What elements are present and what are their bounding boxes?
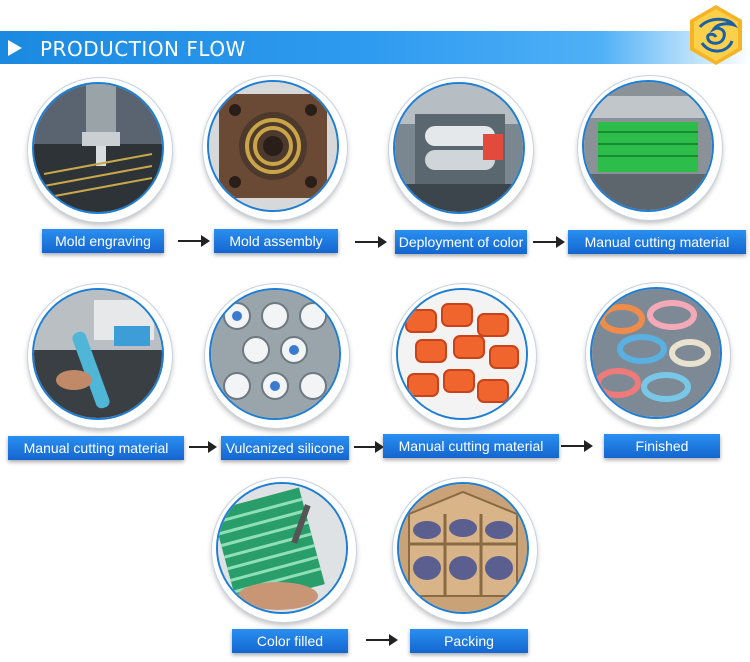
flow-arrow — [189, 441, 217, 453]
step-photo — [205, 284, 349, 428]
step-photo — [586, 283, 730, 427]
flow-arrow — [178, 235, 210, 247]
flow-arrow — [561, 440, 593, 452]
step-photo — [389, 78, 533, 222]
step-label: Manual cutting material — [8, 436, 184, 460]
step-photo — [212, 478, 356, 622]
step-label: Manual cutting material — [568, 230, 746, 254]
step-photo — [578, 76, 722, 220]
step-label: Mold assembly — [214, 229, 338, 253]
step-label: Deployment of color — [395, 230, 527, 254]
step-label: Color filled — [232, 629, 348, 653]
step-photo — [203, 76, 347, 220]
step-label: Finished — [604, 434, 720, 458]
flow-arrow — [354, 441, 384, 453]
flow-arrow — [355, 236, 387, 248]
step-photo — [28, 284, 172, 428]
play-arrow-icon — [8, 40, 22, 56]
step-label: Mold engraving — [42, 229, 164, 253]
step-label: Packing — [410, 629, 528, 653]
step-photo — [392, 284, 536, 428]
step-label: Manual cutting material — [383, 434, 559, 458]
page-title: PRODUCTION FLOW — [40, 37, 246, 61]
flow-arrow — [366, 634, 398, 646]
flow-arrow — [533, 236, 565, 248]
step-photo — [393, 478, 537, 622]
step-label: Vulcanized silicone — [221, 436, 349, 460]
step-photo — [28, 78, 172, 222]
header-banner: PRODUCTION FLOW — [0, 31, 750, 64]
logo — [684, 3, 748, 67]
